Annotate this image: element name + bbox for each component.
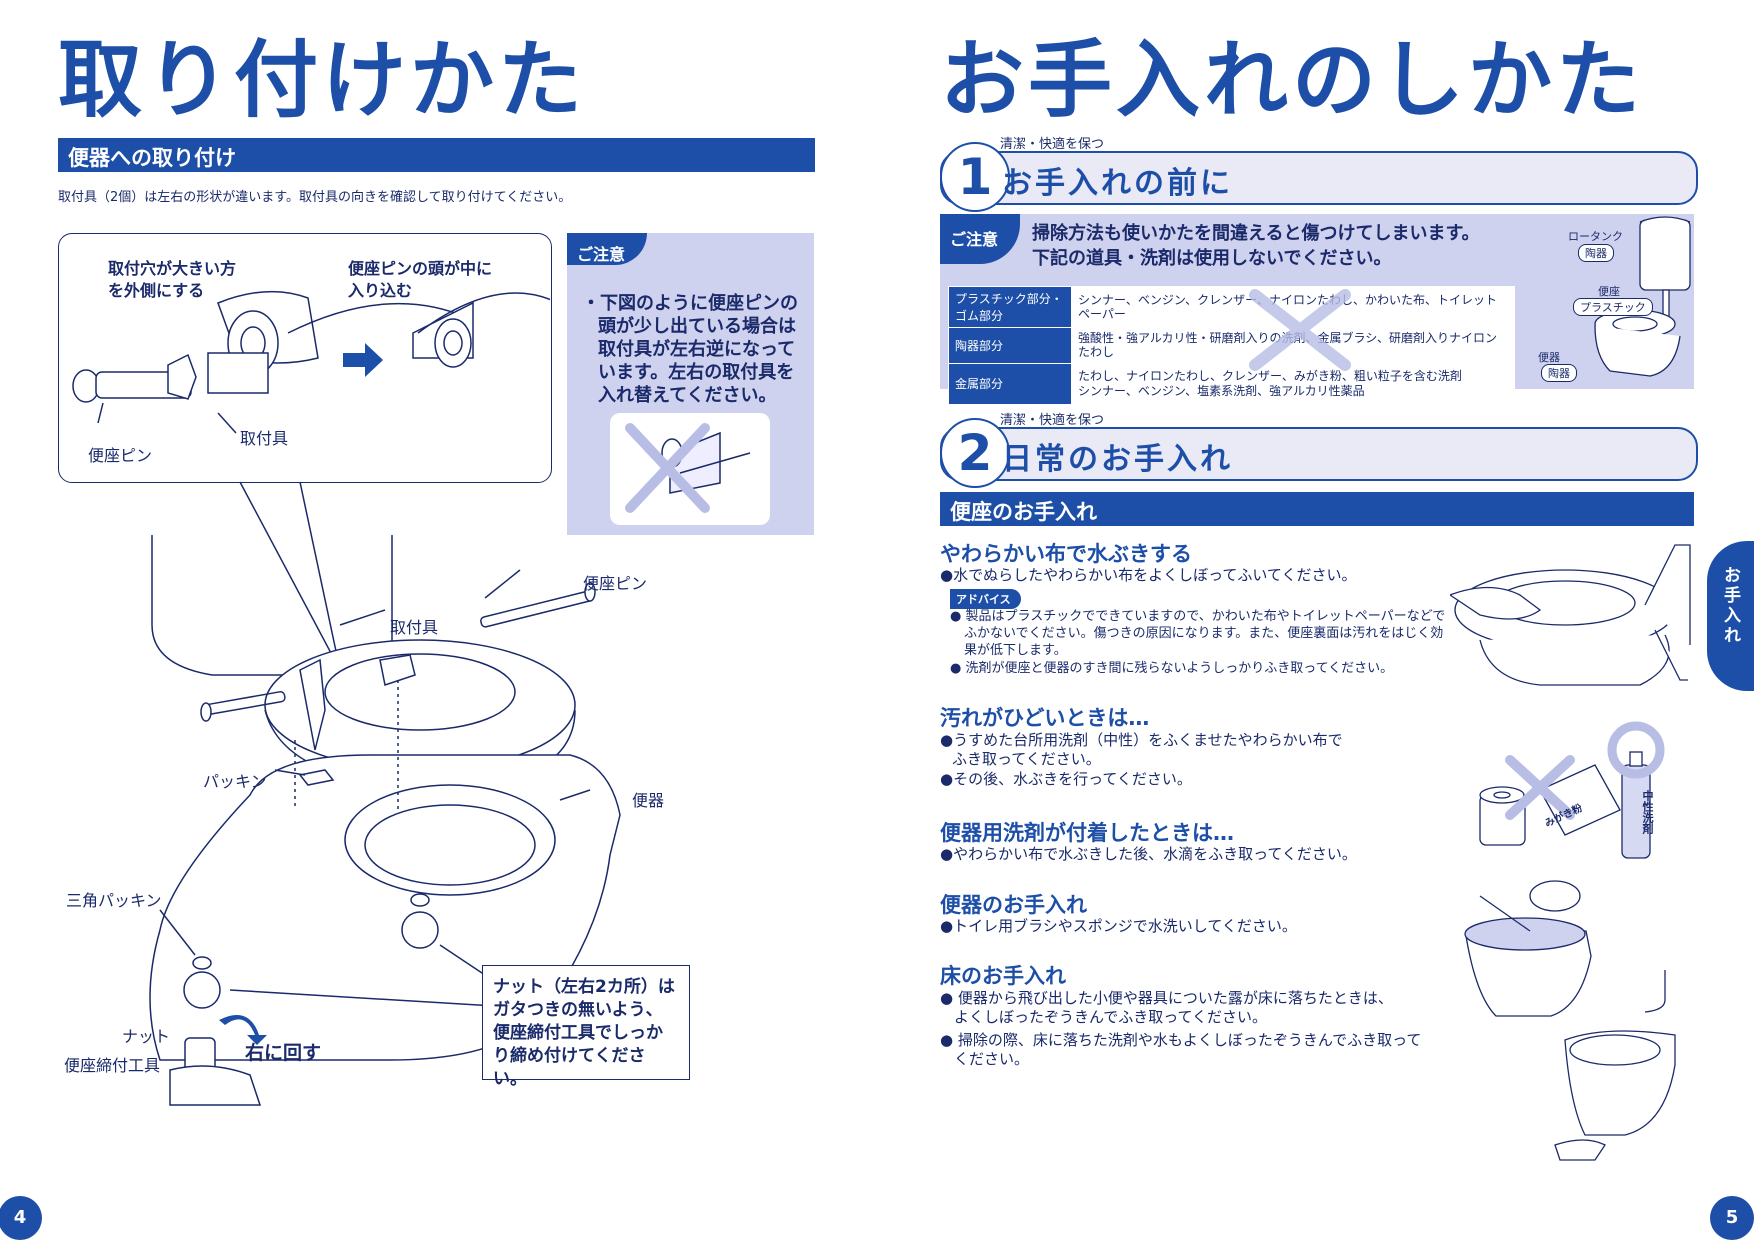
advice-1-line2: ふかないでください。傷つきの原因になります。また、便座裏面は汚れをはじく効 (964, 625, 1444, 641)
detergent-illustration (1479, 721, 1665, 859)
step1-number-badge: 1 (940, 142, 1010, 212)
left-page-title: 取り付けかた (58, 31, 587, 129)
floor-text-1-line1: ● 便器から飛び出した小便や器具についた露が床に落ちたときは、 (940, 989, 1393, 1007)
step2-title: 日常のお手入れ (1002, 442, 1233, 477)
caution-line3: 取付具が左右逆になって (598, 339, 796, 360)
step1-banner (940, 151, 1698, 205)
soft-cloth-title: やわらかい布で水ぶきする (940, 542, 1192, 566)
dirty-text-1-line1: ●うすめた台所用洗剤（中性）をふくませたやわらかい布で (940, 731, 1343, 749)
callout-label-pin: 便座ピン (88, 446, 153, 465)
seat-care-section-bar: 便座のお手入れ (940, 492, 1694, 526)
nut-note-line4: り締め付けてください。 (493, 1046, 646, 1089)
prohibited-cross-icon (1249, 289, 1351, 371)
label-pin-head-line2: 入り込む (348, 281, 413, 300)
floor-text-1: ● 便器から飛び出した小便や器具についた露が床に落ちたときは、 よくしぼったぞう… (940, 989, 1393, 1027)
step1-kicker: 清潔・快適を保つ (1000, 137, 1105, 152)
floor-text-2: ● 掃除の際、床に落ちた洗剤や水もよくしぼったぞうきんでふき取って ください。 (940, 1031, 1421, 1069)
wipe-seat-illustration (1450, 544, 1691, 686)
advice-1-line3: 果が低下します。 (964, 642, 1067, 658)
page-number-right: 5 (1710, 1196, 1754, 1240)
bowl-care-text: ●トイレ用ブラシやスポンジで水洗いしてください。 (940, 917, 1297, 935)
label-pin-head-line1: 便座ピンの頭が中に (348, 259, 493, 278)
floor-text-2-line1: ● 掃除の際、床に落ちた洗剤や水もよくしぼったぞうきんでふき取って (940, 1031, 1422, 1049)
callout-label-fitting: 取付具 (240, 429, 289, 448)
nut-note-line1: ナット（左右2カ所）は (493, 977, 675, 997)
diagram-label-nut: ナット (122, 1027, 171, 1046)
diagram-label-packing: パッキン (203, 772, 267, 791)
bowl-care-title: 便器のお手入れ (940, 893, 1087, 917)
step1-title: お手入れの前に (1002, 166, 1233, 201)
prohibited-row: プラスチック部分・ゴム部分 シンナー、ベンジン、クレンザー、ナイロンたわし、かわ… (948, 286, 1515, 328)
diagram-label-triangle-packing: 三角パッキン (66, 891, 162, 910)
side-tab-label: お手入れ (1720, 566, 1740, 646)
dirty-text-1: ●うすめた台所用洗剤（中性）をふくませたやわらかい布で ふき取ってください。 (940, 731, 1343, 769)
advice-tag: アドバイス (950, 589, 1021, 609)
dirty-text-2: ●その後、水ぶきを行ってください。 (940, 770, 1192, 788)
caution-line2: 頭が少し出ている場合は (598, 316, 796, 337)
cleaning-caution-text: 掃除方法も使いかたを間違えると傷つけてしまいます。 下記の道具・洗剤は使用しない… (1032, 221, 1480, 271)
figure-label-seat: 便座 (1598, 285, 1620, 298)
caution-example-image (610, 413, 770, 525)
prohibited-table: プラスチック部分・ゴム部分 シンナー、ベンジン、クレンザー、ナイロンたわし、かわ… (948, 286, 1515, 405)
advice-1: ● 製品はプラスチックでできていますので、かわいた布やトイレットペーパーなどで … (950, 609, 1445, 660)
prohibited-items: たわし、ナイロンたわし、クレンザー、みがき粉、粗い粒子を含む洗剤 シンナー、ベン… (1071, 362, 1515, 405)
floor-care-title: 床のお手入れ (940, 964, 1066, 988)
nut-note-box: ナット（左右2カ所）は ガタつきの無いよう、 便座締付工具でしっか り締め付けて… (482, 965, 690, 1089)
diagram-label-rotate: 右に回す (245, 1042, 322, 1064)
diagram-label-pin: 便座ピン (583, 574, 648, 593)
floor-wipe-illustration (1554, 970, 1676, 1161)
soft-cloth-text: ●水でぬらしたやわらかい布をよくしぼってふいてください。 (940, 566, 1357, 584)
figure-label-tank: ロータンク (1568, 230, 1623, 243)
prohibited-part: 金属部分 (948, 362, 1072, 405)
diagram-label-bowl: 便器 (632, 791, 665, 810)
label-hole: 取付穴が大きい方 を外側にする (108, 258, 236, 302)
side-tab[interactable] (1707, 541, 1754, 691)
step2-kicker: 清潔・快適を保つ (1000, 413, 1105, 428)
floor-text-1-line2: よくしぼったぞうきんでふき取ってください。 (954, 1007, 1268, 1026)
prohibited-part: プラスチック部分・ゴム部分 (948, 286, 1072, 328)
toilet-detergent-title: 便器用洗剤が付着したときは… (940, 821, 1234, 845)
prohibited-row: 金属部分 たわし、ナイロンたわし、クレンザー、みがき粉、粗い粒子を含む洗剤 シン… (948, 362, 1515, 405)
toilet-detergent-text: ●やわらかい布で水ぶきした後、水滴をふき取ってください。 (940, 845, 1357, 863)
fitting-callout-illustration (72, 290, 550, 434)
label-pin-head: 便座ピンの頭が中に 入り込む (348, 258, 492, 302)
label-hole-line2: を外側にする (108, 281, 205, 300)
brush-bowl-illustration (1464, 880, 1592, 1017)
advice-1-line1: ● 製品はプラスチックでできていますので、かわいた布やトイレットペーパーなどで (950, 609, 1446, 624)
neutral-detergent-label: 中性洗剤 (1641, 790, 1654, 834)
figure-pill-seat: プラスチック (1573, 298, 1653, 316)
step2-banner (940, 427, 1698, 481)
nut-note-line2: ガタつきの無いよう、 (493, 1000, 663, 1020)
left-intro: 取付具（2個）は左右の形状が違います。取付具の向きを確認して取り付けてください。 (58, 190, 572, 205)
caution-line4: います。左右の取付具を (598, 362, 795, 383)
diagram-label-fitting: 取付具 (390, 618, 439, 637)
step1-number: 1 (957, 148, 993, 206)
figure-pill-tank: 陶器 (1578, 244, 1614, 262)
floor-text-2-line2: ください。 (954, 1049, 1030, 1068)
page-number-left: 4 (0, 1196, 42, 1240)
nut-note-line3: 便座締付工具でしっか (493, 1023, 663, 1043)
caution-line1: ・下図のように便座ピンの (582, 293, 798, 314)
figure-pill-bowl: 陶器 (1541, 364, 1577, 382)
left-section-bar: 便器への取り付け (58, 138, 815, 172)
prohibited-row: 陶器部分 強酸性・強アルカリ性・研磨剤入りの洗剤、金属ブラシ、研磨剤入りナイロン… (948, 327, 1515, 364)
figure-label-bowl: 便器 (1538, 351, 1560, 364)
advice-2: ● 洗剤が便座と便器のすき間に残らないようしっかりふき取ってください。 (950, 661, 1394, 676)
right-page-title: お手入れのしかた (940, 31, 1645, 129)
dirty-text-1-line2: ふき取ってください。 (952, 749, 1101, 768)
diagram-label-tool: 便座締付工具 (64, 1056, 161, 1075)
cleaning-caution-line1: 掃除方法も使いかたを間違えると傷つけてしまいます。 (1032, 223, 1480, 244)
caution-text: ・下図のように便座ピンの 頭が少し出ている場合は 取付具が左右逆になって います… (582, 292, 798, 407)
step2-number-badge: 2 (940, 418, 1010, 488)
caution-line5: 入れ替えてください。 (598, 385, 777, 406)
toilet-parts-figure (1594, 216, 1691, 377)
cleaning-caution-line2: 下記の道具・洗剤は使用しないでください。 (1032, 248, 1392, 269)
prohibited-part: 陶器部分 (948, 327, 1072, 364)
step2-number: 2 (957, 424, 993, 482)
label-hole-line1: 取付穴が大きい方 (108, 259, 237, 278)
dirty-title: 汚れがひどいときは… (940, 706, 1150, 730)
